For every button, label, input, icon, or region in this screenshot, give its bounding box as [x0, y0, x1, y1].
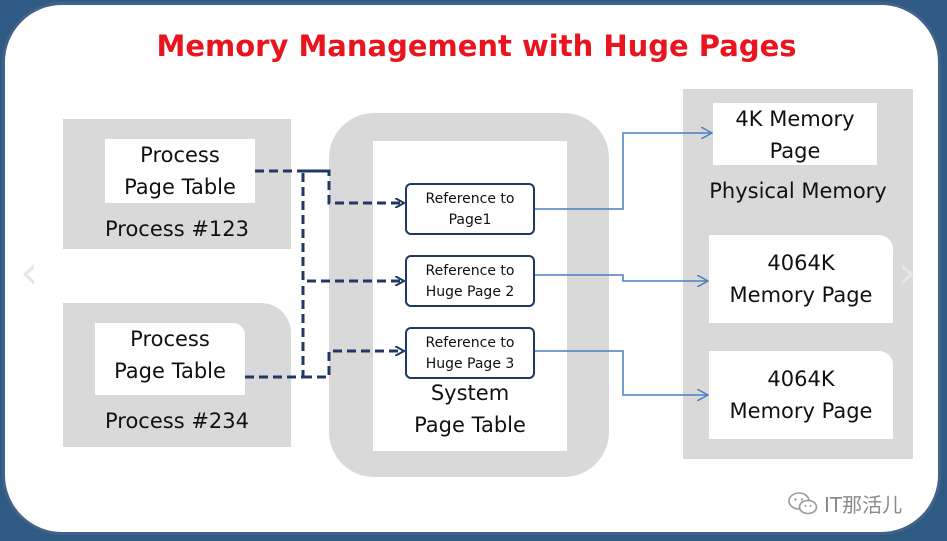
ref-huge-page-3: Reference to Huge Page 3 [405, 327, 535, 379]
arrow-p123-to-page1 [255, 169, 403, 203]
watermark-text: IT那活儿 [824, 493, 903, 517]
arrow-page1-to-4k [535, 133, 711, 210]
slide-frame: Memory Management with Huge Pages Proces… [2, 2, 941, 535]
physical-page-4k: 4K Memory Page [713, 103, 877, 165]
physical-page-4064k-2: 4064K Memory Page [709, 351, 893, 439]
arrow-huge2-to-4064k [535, 274, 707, 281]
watermark: IT那活儿 [788, 489, 902, 518]
connector-arrows [245, 5, 941, 535]
arrow-p234-to-huge2 [245, 281, 305, 379]
diagram-title: Memory Management with Huge Pages [156, 29, 797, 63]
arrow-p234-to-huge3 [303, 351, 403, 379]
arrow-huge3-to-4064k [535, 350, 707, 395]
process-234-label: Process #234 [104, 409, 250, 433]
process-123-label: Process #123 [104, 217, 250, 241]
process-234-page-table: Process Page Table [95, 323, 245, 395]
ref-page1: Reference to Page1 [405, 183, 535, 235]
system-page-table-label: System Page Table [414, 381, 526, 437]
ref-huge-page-2: Reference to Huge Page 2 [405, 255, 535, 307]
wechat-icon [788, 491, 818, 514]
physical-page-4064k-1: 4064K Memory Page [709, 235, 893, 323]
chevron-right-icon[interactable]: › [898, 245, 917, 299]
physical-memory-label: Physical Memory [709, 179, 887, 203]
chevron-left-icon[interactable]: ‹ [20, 245, 39, 299]
process-123-page-table: Process Page Table [105, 139, 255, 203]
arrow-p123-to-huge2 [301, 169, 403, 281]
